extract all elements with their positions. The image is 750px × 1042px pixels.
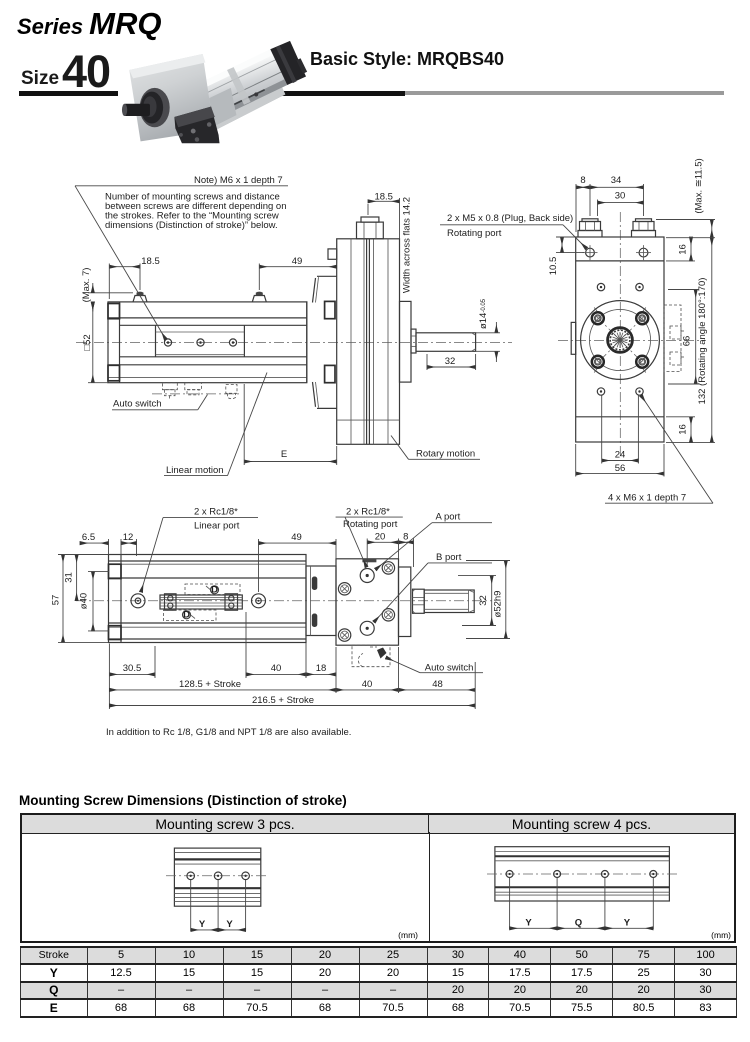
svg-text:Y: Y <box>624 918 631 929</box>
svg-text:12: 12 <box>123 532 134 543</box>
svg-text:132 (Rotating angle 180°:170): 132 (Rotating angle 180°:170) <box>697 278 708 405</box>
svg-text:dimensions (Distinction of str: dimensions (Distinction of stroke)” belo… <box>105 220 278 231</box>
svg-text:30.5: 30.5 <box>123 663 142 674</box>
svg-text:(Max. ≅11.5): (Max. ≅11.5) <box>694 158 705 213</box>
svg-text:Q: Q <box>575 918 582 929</box>
svg-text:16: 16 <box>678 424 689 435</box>
svg-text:8: 8 <box>403 532 408 543</box>
svg-text:4 x M6 x 1 depth 7: 4 x M6 x 1 depth 7 <box>608 493 686 504</box>
svg-text:216.5 + Stroke: 216.5 + Stroke <box>252 695 314 706</box>
svg-text:(Max. 7): (Max. 7) <box>81 268 92 303</box>
svg-text:57: 57 <box>51 595 62 606</box>
svg-text:49: 49 <box>291 532 302 543</box>
svg-text:Note) M6 x 1 depth 7: Note) M6 x 1 depth 7 <box>194 175 283 186</box>
svg-text:the strokes. Refer to the “Mou: the strokes. Refer to the “Mounting scre… <box>105 211 279 222</box>
svg-text:8: 8 <box>580 175 585 186</box>
svg-text:□52: □52 <box>82 334 93 350</box>
svg-text:66: 66 <box>682 336 693 347</box>
svg-text:Number of mounting screws and: Number of mounting screws and distance <box>105 192 280 203</box>
svg-text:49: 49 <box>292 256 303 267</box>
svg-text:32: 32 <box>478 595 489 606</box>
svg-text:30: 30 <box>615 191 626 202</box>
svg-text:48: 48 <box>432 679 443 690</box>
svg-text:6.5: 6.5 <box>82 532 95 543</box>
svg-text:31: 31 <box>64 572 75 583</box>
svg-text:Width across flats 14.2: Width across flats 14.2 <box>402 197 413 293</box>
svg-text:Rotary motion: Rotary motion <box>416 449 475 460</box>
svg-text:128.5 + Stroke: 128.5 + Stroke <box>179 679 241 690</box>
svg-text:ø14-0.05: ø14-0.05 <box>478 298 489 329</box>
svg-text:2 x Rc1/8*: 2 x Rc1/8* <box>346 506 390 517</box>
svg-text:18.5: 18.5 <box>141 256 160 267</box>
svg-text:56: 56 <box>615 463 626 474</box>
svg-text:10.5: 10.5 <box>548 257 559 276</box>
svg-text:D: D <box>211 585 218 596</box>
svg-text:D: D <box>183 610 190 621</box>
svg-text:20: 20 <box>375 532 386 543</box>
svg-text:40: 40 <box>362 679 373 690</box>
svg-text:between screws are different d: between screws are different depending o… <box>105 201 287 212</box>
svg-text:Y: Y <box>199 919 206 930</box>
svg-text:ø40: ø40 <box>79 593 90 609</box>
svg-text:Linear port: Linear port <box>194 521 240 532</box>
svg-text:In addition to Rc 1/8, G1/8 an: In addition to Rc 1/8, G1/8 and NPT 1/8 … <box>106 727 351 738</box>
svg-text:32: 32 <box>445 356 456 367</box>
svg-text:Rotating port: Rotating port <box>447 228 502 239</box>
svg-text:40: 40 <box>271 663 282 674</box>
svg-text:2 x M5 x 0.8 (Plug, Back side): 2 x M5 x 0.8 (Plug, Back side) <box>447 213 573 224</box>
svg-text:Auto switch: Auto switch <box>425 663 474 674</box>
svg-text:18: 18 <box>316 663 327 674</box>
svg-text:E: E <box>281 449 287 460</box>
svg-text:2 x Rc1/8*: 2 x Rc1/8* <box>194 507 238 518</box>
svg-text:B port: B port <box>436 552 462 563</box>
svg-text:16: 16 <box>678 244 689 255</box>
svg-text:34: 34 <box>611 175 622 186</box>
svg-text:Linear motion: Linear motion <box>166 465 224 476</box>
svg-text:18.5: 18.5 <box>374 192 393 203</box>
svg-text:Auto switch: Auto switch <box>113 399 162 410</box>
svg-text:ø52h9: ø52h9 <box>493 591 504 618</box>
svg-text:Rotating port: Rotating port <box>343 519 398 530</box>
svg-text:Y: Y <box>525 918 532 929</box>
svg-text:Y: Y <box>226 919 233 930</box>
svg-text:A port: A port <box>436 512 461 523</box>
svg-text:24: 24 <box>615 450 626 461</box>
